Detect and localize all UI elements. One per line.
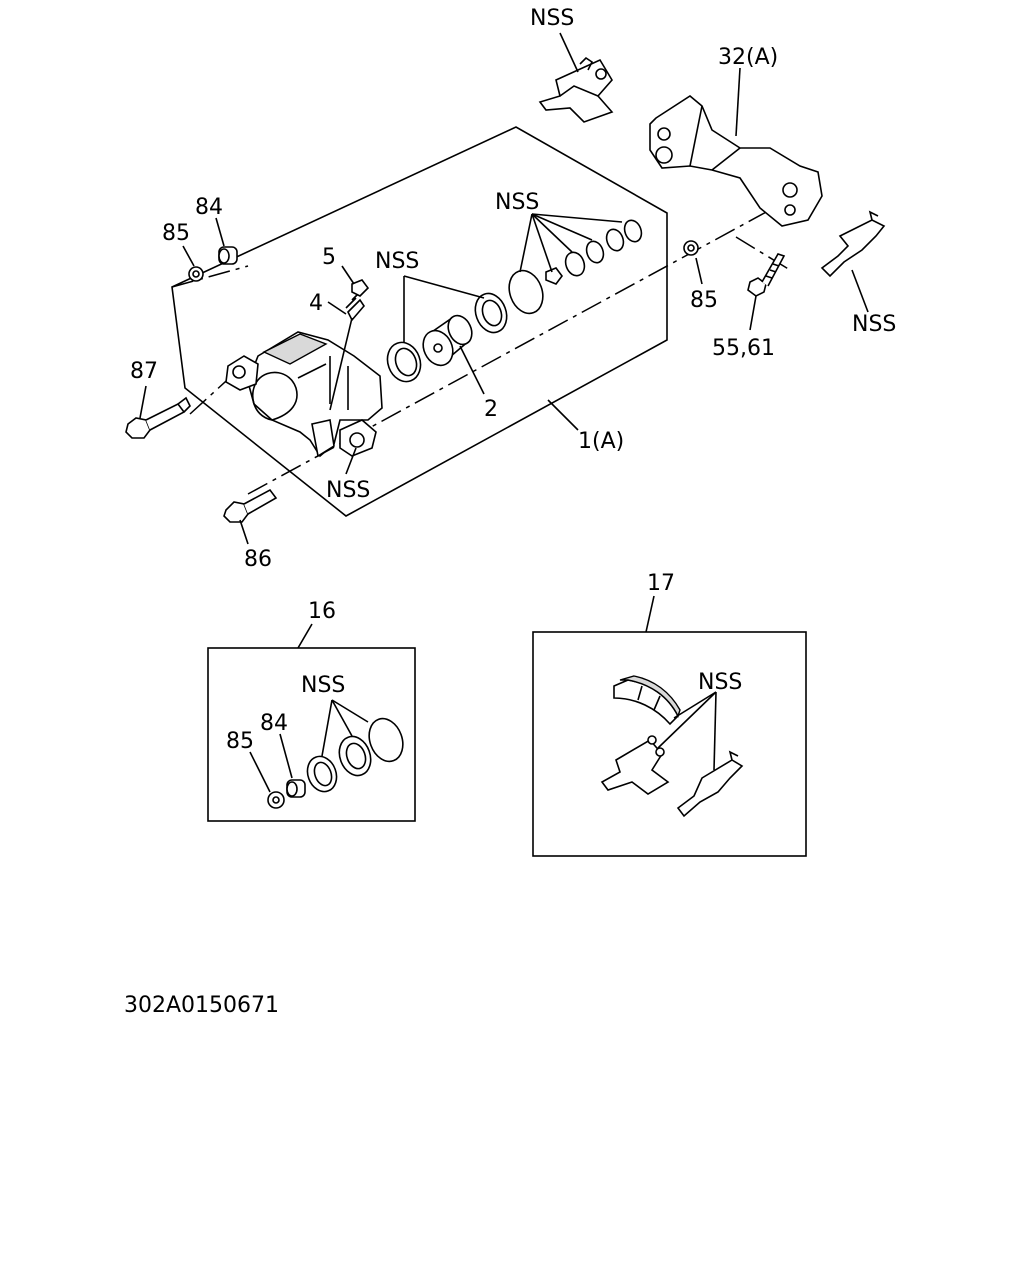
leader-kit17-nss-a (673, 691, 717, 719)
leader-85-left (182, 245, 195, 267)
leader-nss-seals-d (531, 213, 593, 241)
leader-nss-piston-b (403, 275, 485, 299)
leader-kit16-nss-c (331, 699, 369, 723)
leader-85-right (695, 257, 703, 285)
leader-87 (139, 385, 147, 419)
kit17-clip-b[interactable] (676, 750, 744, 818)
guide-pin-bolt-87[interactable] (125, 396, 191, 439)
kit16-callout-85: 85 (226, 729, 254, 754)
callout-84-left: 84 (195, 195, 223, 220)
left-bolt-axis (171, 265, 249, 288)
leader-nss-seals-e (531, 213, 623, 223)
leader-kit16-nss-b (331, 699, 353, 737)
kit-16-box (207, 647, 416, 822)
callout-85-right: 85 (690, 288, 718, 313)
leader-2 (459, 345, 485, 395)
callout-55-61: 55,61 (712, 336, 775, 361)
bushing-85-left[interactable] (188, 266, 204, 282)
kit-17-box (532, 631, 807, 857)
callout-nss-right: NSS (852, 312, 896, 337)
leader-17 (645, 595, 655, 633)
callout-nss-top: NSS (530, 6, 574, 31)
callout-4: 4 (309, 291, 323, 316)
leader-kit16-84 (279, 733, 293, 779)
caliper-piston-2[interactable] (418, 312, 477, 370)
pad-retainer-clip-top[interactable] (538, 56, 614, 123)
leader-kit17-nss-c (713, 691, 717, 771)
leader-kit16-85 (249, 751, 271, 793)
leader-16 (297, 623, 313, 649)
bleeder-cap-5[interactable] (351, 279, 370, 297)
leader-4 (327, 301, 347, 315)
leader-nss-seals-c (531, 213, 573, 253)
kit16-callout-84: 84 (260, 711, 288, 736)
pad-retainer-clip-right[interactable] (820, 210, 886, 278)
leader-bleeder-body (329, 317, 353, 411)
caliper-assembly-outline (171, 126, 668, 517)
callout-2: 2 (484, 397, 498, 422)
caliper-bracket[interactable] (649, 95, 823, 227)
kit-16-parts[interactable] (267, 714, 409, 809)
bleeder-screw-4[interactable] (345, 293, 366, 322)
leader-nss-seals-b (531, 213, 553, 273)
seal-kit-parts[interactable] (503, 218, 644, 318)
dust-seal-ring[interactable] (382, 338, 426, 387)
bushing-84-left[interactable] (218, 246, 238, 265)
callout-85-left: 85 (162, 221, 190, 246)
lower-axis-line (247, 197, 793, 495)
leader-55-61 (749, 295, 757, 331)
guide-pin-bolt-86[interactable] (223, 488, 278, 523)
callout-86: 86 (244, 547, 272, 572)
callout-5: 5 (322, 245, 336, 270)
caliper-body[interactable] (225, 331, 383, 458)
callout-1a: 1(A) (578, 429, 624, 454)
bracket-bolt-55-61[interactable] (747, 253, 786, 297)
bushing-85-right[interactable] (683, 240, 699, 256)
callout-nss-seals: NSS (495, 190, 539, 215)
callout-16: 16 (308, 599, 336, 624)
kit17-clip-a[interactable] (600, 735, 670, 795)
leader-86 (239, 519, 249, 545)
kit17-callout-nss: NSS (698, 670, 742, 695)
leader-kit17-nss-b (657, 691, 717, 749)
callout-nss-piston: NSS (375, 249, 419, 274)
right-bolt-axis (735, 236, 791, 271)
piston-seal[interactable] (470, 289, 512, 337)
leader-nss-bottom (345, 447, 357, 475)
callout-32a: 32(A) (718, 45, 778, 70)
leader-1a (547, 399, 579, 431)
diagram-code: 302A0150671 (124, 993, 279, 1018)
leader-nss-seals-a (519, 213, 533, 273)
leader-nss-top (559, 32, 579, 73)
callout-nss-bottom: NSS (326, 478, 370, 503)
leader-nss-right (851, 269, 869, 313)
callout-17: 17 (647, 571, 675, 596)
leader-5 (341, 265, 355, 285)
leader-32a (735, 67, 741, 137)
callout-87: 87 (130, 359, 158, 384)
kit16-callout-nss: NSS (301, 673, 345, 698)
leader-84-left (215, 217, 225, 247)
leader-kit16-nss-a (321, 699, 333, 757)
brake-pad[interactable] (613, 675, 681, 726)
